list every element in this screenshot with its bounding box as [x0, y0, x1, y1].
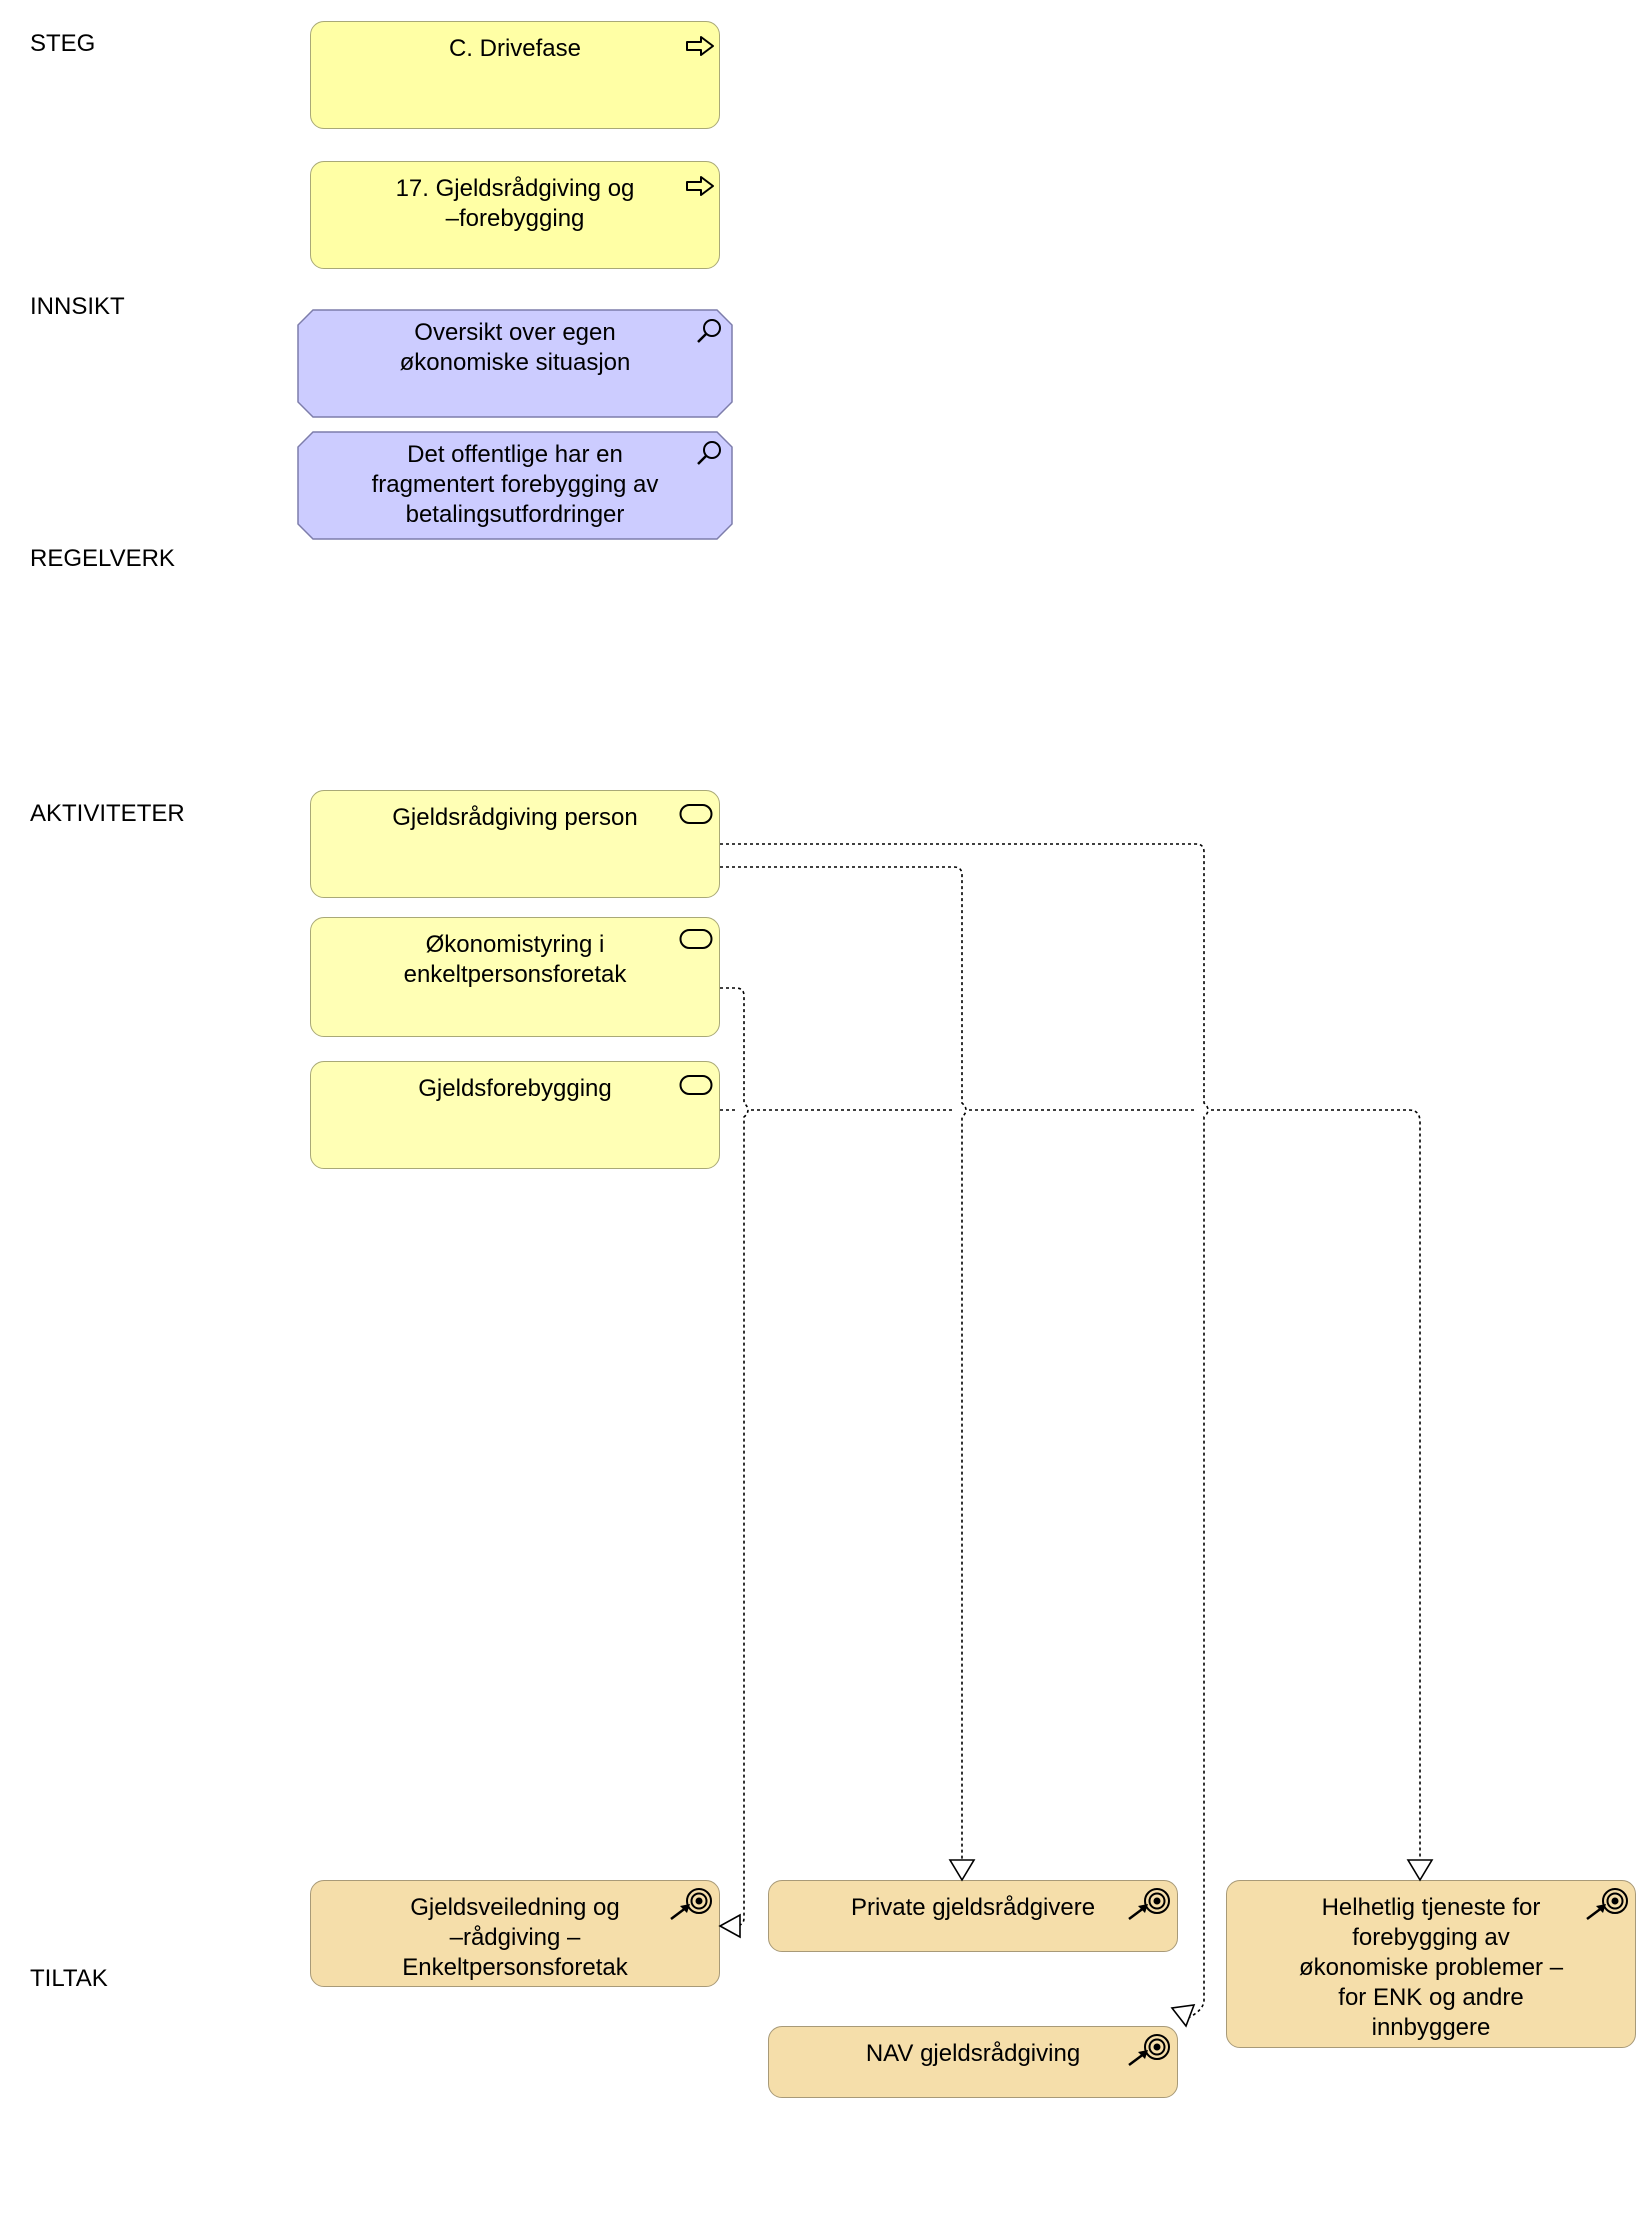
insight-label: Det offentlige har en fragmentert foreby… [371, 441, 659, 528]
connector-forebygging-to-helhetlig [720, 1109, 1421, 1862]
lane-label-innsikt: INNSIKT [30, 293, 125, 320]
activity-label: Økonomistyring i enkeltpersonsforetak [403, 931, 627, 988]
insight-shape [297, 309, 733, 418]
insight-node-oversikt[interactable]: Oversikt over egen økonomiske situasjon [297, 309, 733, 418]
step-node-gjeldsradgiving[interactable]: 17. Gjeldsrådgiving og –forebygging [310, 161, 720, 269]
target-icon [1128, 1888, 1170, 1920]
rounded-rect-icon [679, 929, 713, 949]
connector-person-to-nav [720, 843, 1209, 2019]
measure-label: Private gjeldsrådgivere [850, 1894, 1096, 1921]
connector-okonomi-to-enk [720, 987, 749, 1927]
step-node-drivefase[interactable]: C. Drivefase [310, 21, 720, 129]
rounded-rect-icon [679, 804, 713, 824]
step-label: C. Drivefase [448, 35, 582, 62]
target-icon [1586, 1888, 1628, 1920]
measure-node-nav-gjeldsradgiving[interactable]: NAV gjeldsrådgiving [768, 2026, 1178, 2098]
rounded-rect-icon [679, 1075, 713, 1095]
activity-label: Gjeldsrådgiving person [392, 804, 638, 831]
activity-node-okonomistyring[interactable]: Økonomistyring i enkeltpersonsforetak [310, 917, 720, 1037]
activity-node-gjeldsradgiving-person[interactable]: Gjeldsrådgiving person [310, 790, 720, 898]
measure-node-helhetlig-tjeneste[interactable]: Helhetlig tjeneste for forebygging av øk… [1226, 1880, 1636, 2048]
measure-label: NAV gjeldsrådgiving [865, 2040, 1081, 2067]
magnifier-icon [697, 441, 721, 465]
arrowhead-private [948, 1859, 976, 1882]
lane-label-steg: STEG [30, 30, 96, 57]
arrowhead-enk [718, 1913, 741, 1939]
lane-label-regelverk: REGELVERK [30, 545, 175, 572]
insight-label: Oversikt over egen økonomiske situasjon [399, 319, 631, 376]
activity-node-gjeldsforebygging[interactable]: Gjeldsforebygging [310, 1061, 720, 1169]
measure-label: Gjeldsveiledning og –rådgiving – Enkeltp… [402, 1894, 628, 1981]
lane-label-aktiviteter: AKTIVITETER [30, 800, 185, 827]
activity-label: Gjeldsforebygging [418, 1075, 612, 1102]
arrow-right-icon [686, 176, 714, 196]
measure-label: Helhetlig tjeneste for forebygging av øk… [1298, 1894, 1564, 2041]
insight-shape [297, 431, 733, 540]
measure-node-private-gjeldsradgivere[interactable]: Private gjeldsrådgivere [768, 1880, 1178, 1952]
target-icon [670, 1888, 712, 1920]
insight-node-fragmentert[interactable]: Det offentlige har en fragmentert foreby… [297, 431, 733, 540]
connector-person-to-private [720, 866, 967, 1862]
arrowhead-helhetlig [1406, 1859, 1434, 1882]
arrowhead-nav [1170, 2004, 1196, 2028]
measure-node-gjeldsveiledning-enk[interactable]: Gjeldsveiledning og –rådgiving – Enkeltp… [310, 1880, 720, 1987]
lane-label-tiltak: TILTAK [30, 1965, 108, 1992]
target-icon [1128, 2034, 1170, 2066]
step-label: 17. Gjeldsrådgiving og –forebygging [395, 175, 635, 232]
arrow-right-icon [686, 36, 714, 56]
magnifier-icon [697, 319, 721, 343]
